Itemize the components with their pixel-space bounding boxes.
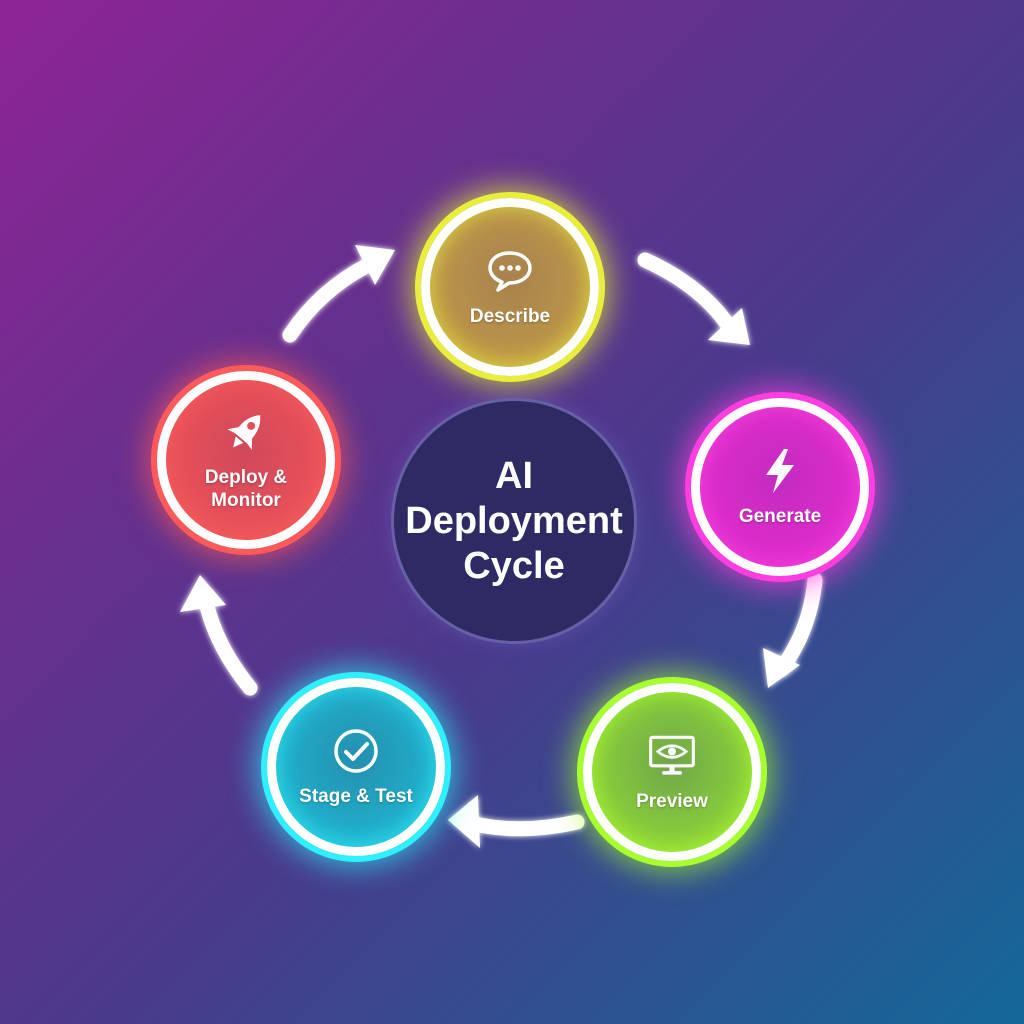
step-label: Describe bbox=[469, 305, 551, 327]
arrowhead-preview bbox=[763, 648, 800, 688]
step-label: Generate bbox=[738, 505, 822, 527]
step-deploy-and-monitor: Deploy & Monitor bbox=[157, 371, 335, 549]
step-generate: Generate bbox=[691, 398, 869, 576]
step-label: Deploy & Monitor bbox=[204, 467, 288, 511]
arrow-stage-to-deploy bbox=[197, 590, 258, 696]
arrowhead-describe bbox=[355, 245, 395, 285]
arrow-describe-to-generate bbox=[637, 252, 736, 333]
arrow-preview-to-stage bbox=[462, 814, 585, 837]
rocket-icon bbox=[222, 408, 270, 456]
arrowhead-generate bbox=[708, 308, 750, 345]
arrowhead-stage bbox=[448, 795, 480, 848]
lightning-bolt-icon bbox=[756, 447, 804, 495]
arrow-generate-to-preview bbox=[774, 572, 823, 676]
arrow-deploy-to-describe bbox=[282, 257, 376, 343]
monitor-eye-icon bbox=[648, 732, 696, 780]
step-label: Stage & Test bbox=[299, 785, 413, 807]
step-describe: Describe bbox=[421, 198, 599, 376]
check-circle-icon bbox=[332, 727, 380, 775]
diagram-title: AI Deployment Cycle bbox=[405, 454, 623, 587]
chat-bubble-icon bbox=[486, 247, 534, 295]
step-stage-and-test: Stage & Test bbox=[267, 678, 445, 856]
step-label: Preview bbox=[636, 790, 708, 812]
arrowhead-deploy bbox=[180, 575, 226, 612]
center-hub: AI Deployment Cycle bbox=[391, 398, 637, 644]
step-preview: Preview bbox=[583, 683, 761, 861]
